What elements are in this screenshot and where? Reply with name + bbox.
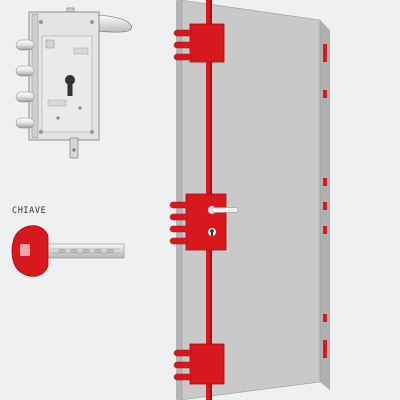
mortise-lock-icon <box>15 7 132 159</box>
main-lock-block <box>169 193 239 251</box>
lock-bolts <box>15 39 35 129</box>
top-lock-block <box>173 23 225 63</box>
key-icon <box>11 225 125 277</box>
bottom-lock-block <box>173 343 225 385</box>
key-label: CHIAVE <box>12 206 47 216</box>
door-icon <box>169 0 330 400</box>
